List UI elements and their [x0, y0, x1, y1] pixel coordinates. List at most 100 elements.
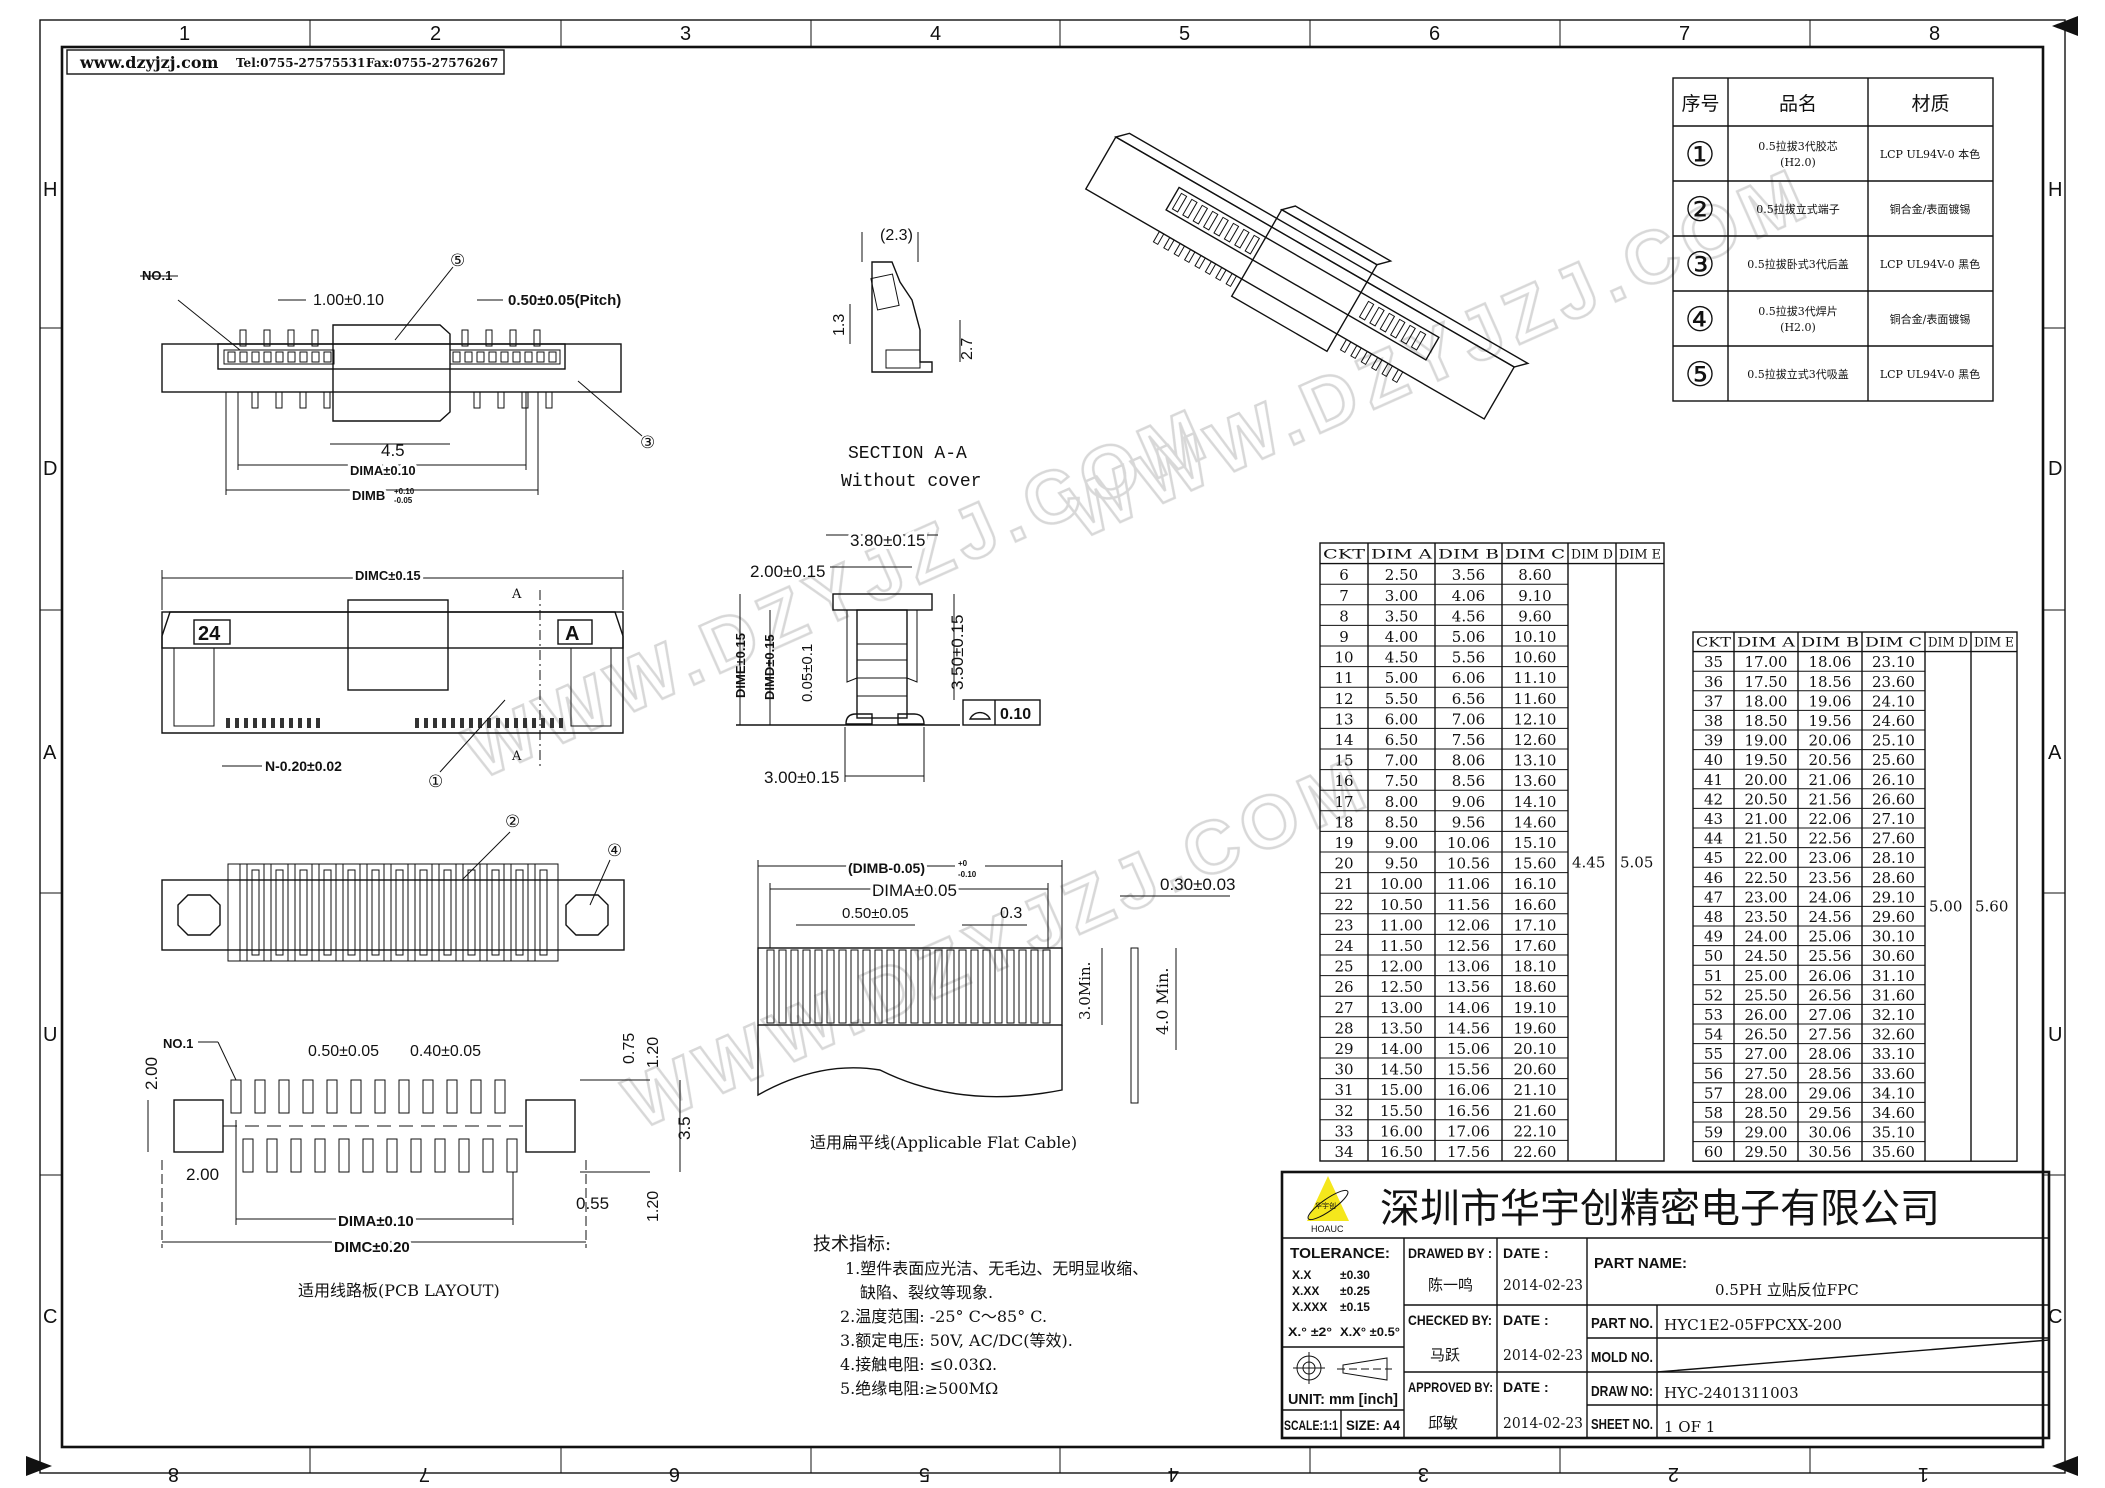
dim-table-cell: 54	[1704, 1026, 1723, 1044]
dim-b-tol-minus: -0.05	[394, 496, 413, 505]
fpc-conductor	[826, 949, 835, 1024]
dim-b: DIMB	[352, 488, 385, 503]
pcb-pad-bottom	[506, 1138, 518, 1173]
dim-table-cell: 51	[1704, 967, 1723, 985]
dim-table-cell: 27.56	[1809, 1026, 1852, 1044]
pcb-pad-bottom	[362, 1138, 374, 1173]
angle-tolerance: X.° ±2°	[1288, 1325, 1332, 1339]
dim-table-cell: 14.10	[1514, 793, 1557, 811]
pcb-pad-bottom	[482, 1138, 494, 1173]
terminal-pin	[527, 863, 536, 962]
terminal-pin	[479, 863, 488, 962]
dim-table-cell: 3.50	[1385, 607, 1418, 625]
section-mark-bottom: A	[511, 749, 522, 764]
approved-by-label: APPROVED BY:	[1408, 1379, 1493, 1395]
pcb-pad-bottom	[386, 1138, 398, 1173]
zone-letter-right: C	[2048, 1306, 2062, 1328]
dim-table-cell: 12.56	[1447, 937, 1490, 955]
dim-table-cell: 34.60	[1872, 1104, 1915, 1122]
part-name: 0.5拉拔卧式3代后盖	[1747, 257, 1849, 271]
pcb-pad-top	[470, 1079, 482, 1114]
dim-table-cell: 58	[1704, 1104, 1723, 1122]
pin-width-note: N-0.20±0.02	[265, 758, 342, 774]
dim-table-cell: 26.10	[1872, 771, 1915, 789]
dim-e-value: 5.60	[1975, 897, 2008, 915]
dim-table-cell: 9.60	[1518, 607, 1551, 625]
dim-table-cell: 27	[1334, 999, 1353, 1017]
fpc-conductor	[886, 949, 895, 1024]
terminal-pin	[473, 391, 481, 409]
terminal-pin	[239, 329, 247, 347]
dim-table-cell: 16.06	[1447, 1081, 1490, 1099]
contact-header: www.dzyjzj.com Tel:0755-27575531 Fax:075…	[66, 49, 505, 75]
terminal-pin	[244, 718, 248, 728]
terminal-pin	[271, 718, 275, 728]
dim-table-cell: 16.00	[1380, 1122, 1423, 1140]
terminal-pin	[311, 329, 319, 347]
fpc-conductor	[814, 949, 823, 1024]
dim-table-cell: 23.60	[1872, 673, 1915, 691]
dim-table-cell: 13.56	[1447, 978, 1490, 996]
dim-table-cell: 13.60	[1514, 772, 1557, 790]
pcb-pad-top	[398, 1079, 410, 1114]
dim-table-cell: 26.56	[1809, 986, 1852, 1004]
dim-table-cell: 16.10	[1514, 875, 1557, 893]
pcb-pad-bottom	[266, 1138, 278, 1173]
dim-table-cell: 20.10	[1514, 1040, 1557, 1058]
dim-table-cell: 22.50	[1745, 869, 1788, 887]
dim-table-cell: 7.56	[1452, 731, 1485, 749]
angle-tolerance: X.X° ±0.5°	[1340, 1325, 1400, 1339]
dim-table-cell: 45	[1704, 849, 1723, 867]
tech-spec-line: 2.温度范围: -25° C～85° C.	[840, 1307, 1047, 1326]
pcb-dim-3-5: 3.5	[675, 1116, 694, 1140]
part-name-label: PART NAME:	[1594, 1255, 1687, 1272]
fpc-conductor	[958, 949, 967, 1024]
fpc-conductor	[994, 949, 1003, 1024]
dim-table-cell: 14.60	[1514, 813, 1557, 831]
dim-table-cell: 8	[1339, 607, 1349, 625]
terminal-pin	[275, 869, 284, 956]
fpc-dim-a: DIMA±0.05	[872, 881, 957, 900]
dim-table-cell: 18.56	[1809, 673, 1852, 691]
fpc-conductor	[1018, 949, 1027, 1024]
zone-number-bottom: 3	[1418, 1463, 1429, 1485]
fpc-conductor	[766, 949, 775, 1024]
dim-table-cell: 9.50	[1385, 855, 1418, 873]
zone-number-top: 1	[179, 23, 190, 45]
pcb-caption: 适用线路板(PCB LAYOUT)	[298, 1281, 500, 1300]
company-logo: 华宇创 HOAUC	[1307, 1176, 1349, 1234]
dim-table-cell: 10.10	[1514, 628, 1557, 646]
fpc-conductor	[874, 949, 883, 1024]
dim-table-cell: 21.06	[1809, 771, 1852, 789]
dim-table-cell: 7.50	[1385, 772, 1418, 790]
dim-table-cell: 17.50	[1745, 673, 1788, 691]
dim-table-cell: 29.50	[1745, 1143, 1788, 1161]
fpc-dim-b: (DIMB-0.05)	[848, 860, 925, 876]
dim-table-header: DIM A	[1371, 548, 1433, 563]
callout-3: ③	[640, 433, 655, 452]
terminal-pin	[469, 718, 473, 728]
part-name: 0.5拉拔立式3代吸盖	[1747, 367, 1849, 381]
fpc-conductor	[898, 949, 907, 1024]
solder-pad-left	[173, 1099, 224, 1153]
tolerance-format: X.XX	[1292, 1284, 1319, 1298]
zone-number-top: 8	[1929, 23, 1940, 45]
contact	[524, 351, 533, 363]
terminal-pin	[335, 863, 344, 962]
dim-table-cell: 28.06	[1809, 1045, 1852, 1063]
pcb-pad-top	[494, 1079, 506, 1114]
dim-table-cell: 26.60	[1872, 790, 1915, 808]
corner-marker-icon	[26, 1456, 52, 1476]
dim-table-cell: 29	[1334, 1040, 1353, 1058]
dim-table-cell: 10.00	[1380, 875, 1423, 893]
dim-table-cell: 12.00	[1380, 958, 1423, 976]
zone-letter-right: U	[2048, 1024, 2062, 1046]
dim-table-cell: 53	[1704, 1006, 1723, 1024]
dim-table-cell: 46	[1704, 869, 1723, 887]
terminal-pin	[383, 863, 392, 962]
dim-table-cell: 19.56	[1809, 712, 1852, 730]
dim-table-cell: 34	[1334, 1143, 1353, 1161]
dim-table-cell: 29.10	[1872, 888, 1915, 906]
pcb-layout: NO.1 0.50±0.05 0.40±0.05 2.00 2.00 0.75 …	[142, 1033, 694, 1300]
dim-table-cell: 29.06	[1809, 1084, 1852, 1102]
